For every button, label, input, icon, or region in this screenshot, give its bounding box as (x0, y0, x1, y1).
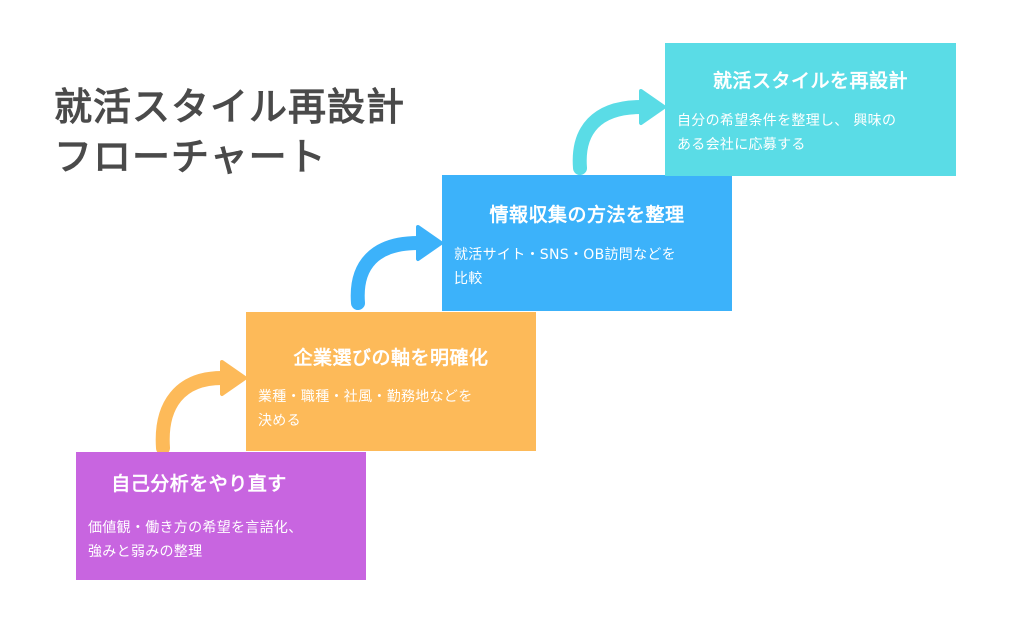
step-title: 企業選びの軸を明確化 (293, 347, 489, 369)
step-redesign-style: 就活スタイルを再設計 自分の希望条件を整理し、 興味の ある会社に応募する (665, 43, 956, 176)
step-description: 価値観・働き方の希望を言語化、 強みと弱みの整理 (88, 516, 356, 564)
step-description: 就活サイト・SNS・OB訪問などを 比較 (454, 243, 722, 291)
step-description: 業種・職種・社風・勤務地などを 決める (258, 385, 526, 433)
step-title: 情報収集の方法を整理 (489, 204, 685, 226)
title-line-2: フローチャート (54, 135, 327, 179)
step-title: 自己分析をやり直す (111, 473, 287, 495)
curved-arrow-icon (155, 360, 247, 455)
step-information-gathering: 情報収集の方法を整理 就活サイト・SNS・OB訪問などを 比較 (442, 175, 732, 311)
step-description-line: 決める (258, 413, 301, 429)
step-company-criteria: 企業選びの軸を明確化 業種・職種・社風・勤務地などを 決める (246, 312, 536, 451)
step-description: 自分の希望条件を整理し、 興味の ある会社に応募する (677, 109, 946, 157)
step-description-line: 強みと弱みの整理 (88, 544, 203, 560)
step-title: 就活スタイルを再設計 (712, 70, 908, 92)
step-description-line: 価値観・働き方の希望を言語化、 (88, 520, 303, 536)
title-line-1: 就活スタイル再設計 (54, 85, 406, 129)
flowchart-title: 就活スタイル再設計 フローチャート (54, 82, 405, 182)
step-description-line: 自分の希望条件を整理し、 興味の (677, 113, 897, 129)
curved-arrow-icon (572, 89, 666, 175)
curved-arrow-icon (350, 225, 443, 310)
step-description-line: 業種・職種・社風・勤務地などを (258, 389, 473, 405)
step-self-analysis: 自己分析をやり直す 価値観・働き方の希望を言語化、 強みと弱みの整理 (76, 452, 366, 580)
step-description-line: 就活サイト・SNS・OB訪問などを (454, 247, 676, 263)
step-description-line: ある会社に応募する (677, 137, 806, 153)
step-description-line: 比較 (454, 271, 483, 287)
